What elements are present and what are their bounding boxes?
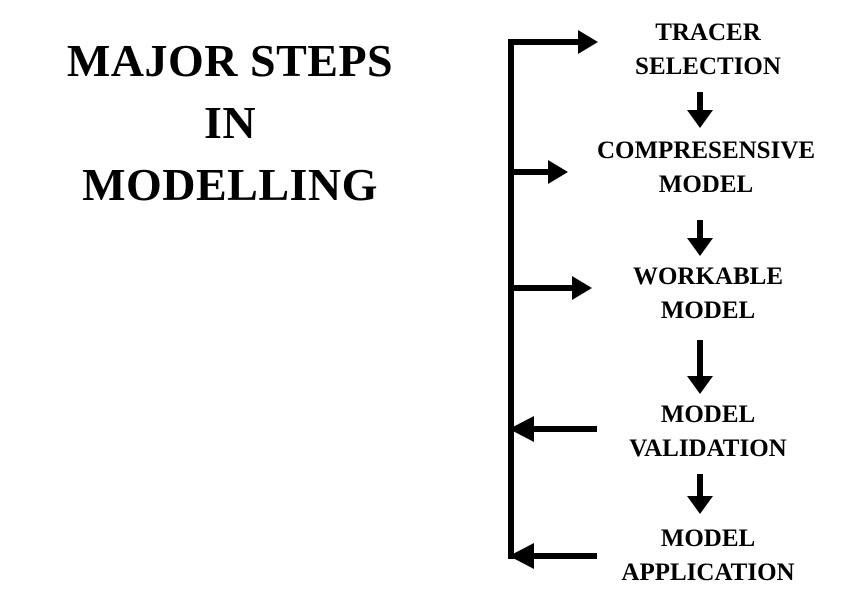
flow-node-model-validation-line-2: VALIDATION <box>629 435 787 462</box>
arrow-tracer-to-compresensive <box>687 92 713 128</box>
arrow-compresensive-to-workable <box>687 220 713 256</box>
flow-node-tracer-selection-line-1: TRACER <box>655 19 761 46</box>
flow-node-workable-model-line-2: MODEL <box>660 297 756 324</box>
flow-node-workable-model-line-1: WORKABLE <box>632 263 784 290</box>
flow-node-compresensive-model-line-2: MODEL <box>658 171 754 198</box>
flow-node-model-application-line-2: APPLICATION <box>621 559 795 586</box>
flow-node-model-validation[interactable]: MODEL VALIDATION <box>560 398 856 466</box>
flow-node-model-validation-line-1: MODEL <box>660 401 756 428</box>
flow-node-model-application-line-1: MODEL <box>660 525 756 552</box>
feedback-spine <box>508 39 514 559</box>
flow-node-workable-model[interactable]: WORKABLE MODEL <box>560 260 856 328</box>
flow-node-tracer-selection-line-2: SELECTION <box>635 53 781 80</box>
flow-node-model-application[interactable]: MODEL APPLICATION <box>560 522 856 590</box>
title-line-1: MAJOR STEPS <box>66 35 394 86</box>
arrow-validation-to-application <box>687 474 713 514</box>
flow-node-compresensive-model-line-1: COMPRESENSIVE <box>596 137 816 164</box>
flow-node-tracer-selection[interactable]: TRACER SELECTION <box>560 16 856 84</box>
page-title: MAJOR STEPS IN MODELLING <box>0 30 460 216</box>
flow-node-compresensive-model[interactable]: COMPRESENSIVE MODEL <box>556 134 856 202</box>
title-line-2: IN <box>203 97 257 148</box>
arrow-workable-to-validation <box>687 340 713 394</box>
title-line-3: MODELLING <box>82 159 378 210</box>
